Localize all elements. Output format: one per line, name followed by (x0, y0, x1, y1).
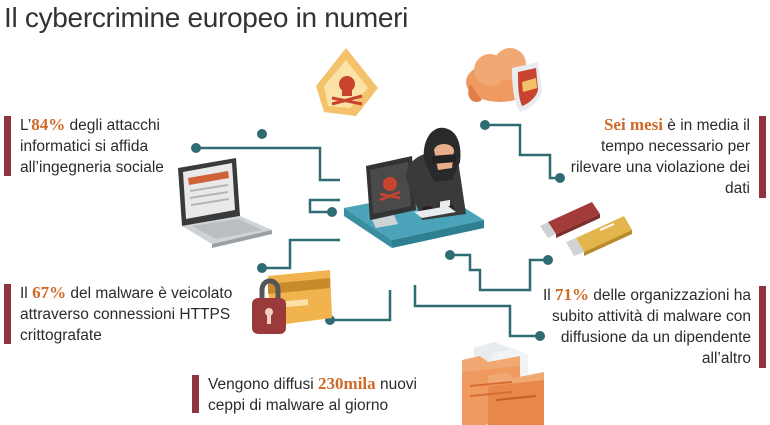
hacker-computer-icon (344, 127, 484, 248)
cloud-shield-icon (466, 48, 542, 112)
stat-2: Il 67% del malware è veicolato attravers… (20, 283, 233, 344)
connector-line-4 (485, 123, 560, 180)
connector-line-2 (262, 238, 340, 270)
folders-icon (462, 342, 544, 425)
stat-bar-4 (759, 116, 766, 198)
page-title: Il cybercrimine europeo in numeri (4, 2, 409, 33)
stat-bar-3 (192, 375, 199, 413)
stat-4-highlight: Sei mesi (603, 115, 663, 134)
stat-4: Sei mesi è in media il tempo necessario … (570, 115, 750, 197)
connector-line-5 (450, 253, 548, 292)
stat-bar-1 (4, 116, 11, 176)
stat-5-highlight: 71% (555, 285, 589, 304)
connector-line-3b (413, 285, 540, 338)
laptop-icon (178, 158, 272, 248)
stat-1-highlight: 84% (31, 115, 66, 134)
connector-line-1 (196, 146, 340, 182)
stat-bar-5 (759, 286, 766, 368)
stat-2-highlight: 67% (32, 283, 67, 302)
stat-bar-2 (4, 284, 11, 344)
stat-5: Il 71% delle organizzazioni ha subito at… (542, 285, 751, 367)
stat-1: L’84% degli attacchi informatici si affi… (20, 115, 164, 176)
connector-line-1b (308, 198, 340, 214)
connector-lines (196, 123, 560, 338)
connector-line-3 (330, 290, 392, 322)
stat-3: Vengono diffusi 230mila nuovi ceppi di m… (208, 374, 418, 414)
warning-skull-envelope-icon (316, 48, 378, 116)
stat-3-highlight: 230mila (318, 374, 376, 393)
connector-dots (191, 120, 565, 341)
usb-drives-icon (540, 202, 632, 256)
padlock-credit-card-icon (252, 270, 332, 334)
